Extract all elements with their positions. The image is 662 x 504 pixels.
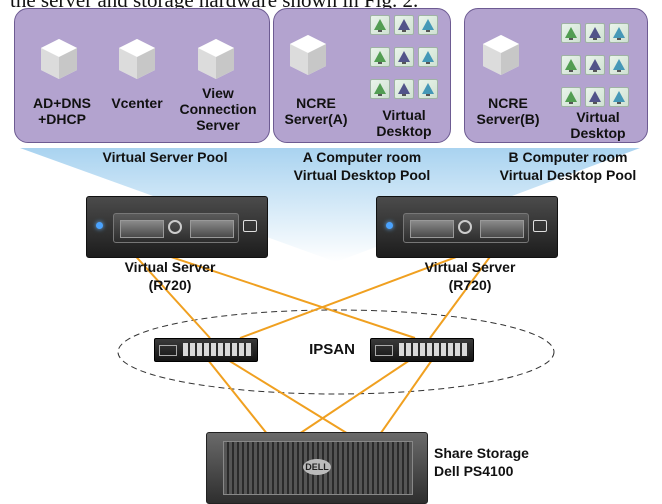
server-button-icon bbox=[243, 220, 257, 232]
virtual-desktop-icon bbox=[585, 55, 605, 75]
switch-console-port-icon bbox=[375, 345, 393, 356]
link-server1-switch2 bbox=[149, 249, 416, 339]
link-switch1-storage-b bbox=[227, 359, 359, 441]
link-server2-switch2 bbox=[429, 249, 496, 339]
ipsan-label: IPSAN bbox=[309, 341, 355, 358]
server-front-panel bbox=[403, 213, 529, 243]
link-server1-switch1 bbox=[129, 249, 211, 339]
dell-ps4100-storage: DELL bbox=[206, 432, 428, 504]
virtual-desktop-icon bbox=[394, 47, 414, 67]
virtual-desktop-icon bbox=[609, 23, 629, 43]
virtual-desktop-icon bbox=[394, 15, 414, 35]
power-led-icon bbox=[96, 222, 103, 229]
server-button-icon bbox=[533, 220, 547, 232]
drive-bay bbox=[190, 220, 234, 238]
ncre-server-cube-icon bbox=[483, 35, 519, 75]
virtual-desktop-icon bbox=[609, 55, 629, 75]
pool-beam bbox=[20, 148, 640, 262]
virtual-desktop-icon bbox=[370, 15, 390, 35]
link-switch2-storage-a bbox=[289, 359, 411, 441]
virtual-desktop-icon bbox=[585, 23, 605, 43]
virtual-server-r720-left bbox=[86, 196, 268, 258]
virtual-desktop-icon bbox=[418, 47, 438, 67]
vm-cube-icon bbox=[198, 39, 234, 79]
virtual-desktop-icon bbox=[609, 87, 629, 107]
virtual-desktop-icon bbox=[418, 15, 438, 35]
virtual-desktop-icon bbox=[561, 55, 581, 75]
vm-label-addns: AD+DNS+DHCP bbox=[33, 95, 91, 127]
switch-port-bank bbox=[183, 343, 253, 356]
link-switch1-storage-a bbox=[207, 359, 273, 441]
virtual-server-pool-label: Virtual Server Pool bbox=[102, 149, 228, 165]
drive-bay bbox=[480, 220, 524, 238]
virtual-desktop-icon bbox=[585, 87, 605, 107]
switch-console-port-icon bbox=[159, 345, 177, 356]
network-links bbox=[129, 249, 496, 441]
server-front-panel bbox=[113, 213, 239, 243]
virtual-desktop-icon bbox=[370, 47, 390, 67]
vm-cube-icon bbox=[41, 39, 77, 79]
switch-port-bank bbox=[399, 343, 469, 356]
power-knob-icon bbox=[168, 220, 182, 234]
virtual-desktop-icon bbox=[418, 79, 438, 99]
drive-bay bbox=[120, 220, 164, 238]
ipsan-switch-right bbox=[370, 338, 474, 362]
virtual-desktop-icon bbox=[561, 23, 581, 43]
connection-diagram bbox=[20, 148, 640, 441]
link-switch2-storage-b bbox=[375, 359, 433, 441]
virtual-desktop-icon bbox=[370, 79, 390, 99]
power-knob-icon bbox=[458, 220, 472, 234]
server-left-label: Virtual Server(R720) bbox=[124, 259, 216, 293]
ncre-server-cube-icon bbox=[290, 35, 326, 75]
server-right-label: Virtual Server(R720) bbox=[424, 259, 516, 293]
vm-cube-icon bbox=[119, 39, 155, 79]
power-led-icon bbox=[386, 222, 393, 229]
link-server2-switch1 bbox=[239, 249, 476, 339]
virtual-desktop-icon bbox=[394, 79, 414, 99]
dell-logo: DELL bbox=[303, 459, 331, 475]
ipsan-switch-left bbox=[154, 338, 258, 362]
drive-bay bbox=[410, 220, 454, 238]
virtual-desktop-icon bbox=[561, 87, 581, 107]
ipsan-cloud bbox=[117, 309, 555, 395]
virtual-server-r720-right bbox=[376, 196, 558, 258]
vm-label-vcenter: Vcenter bbox=[111, 95, 163, 111]
